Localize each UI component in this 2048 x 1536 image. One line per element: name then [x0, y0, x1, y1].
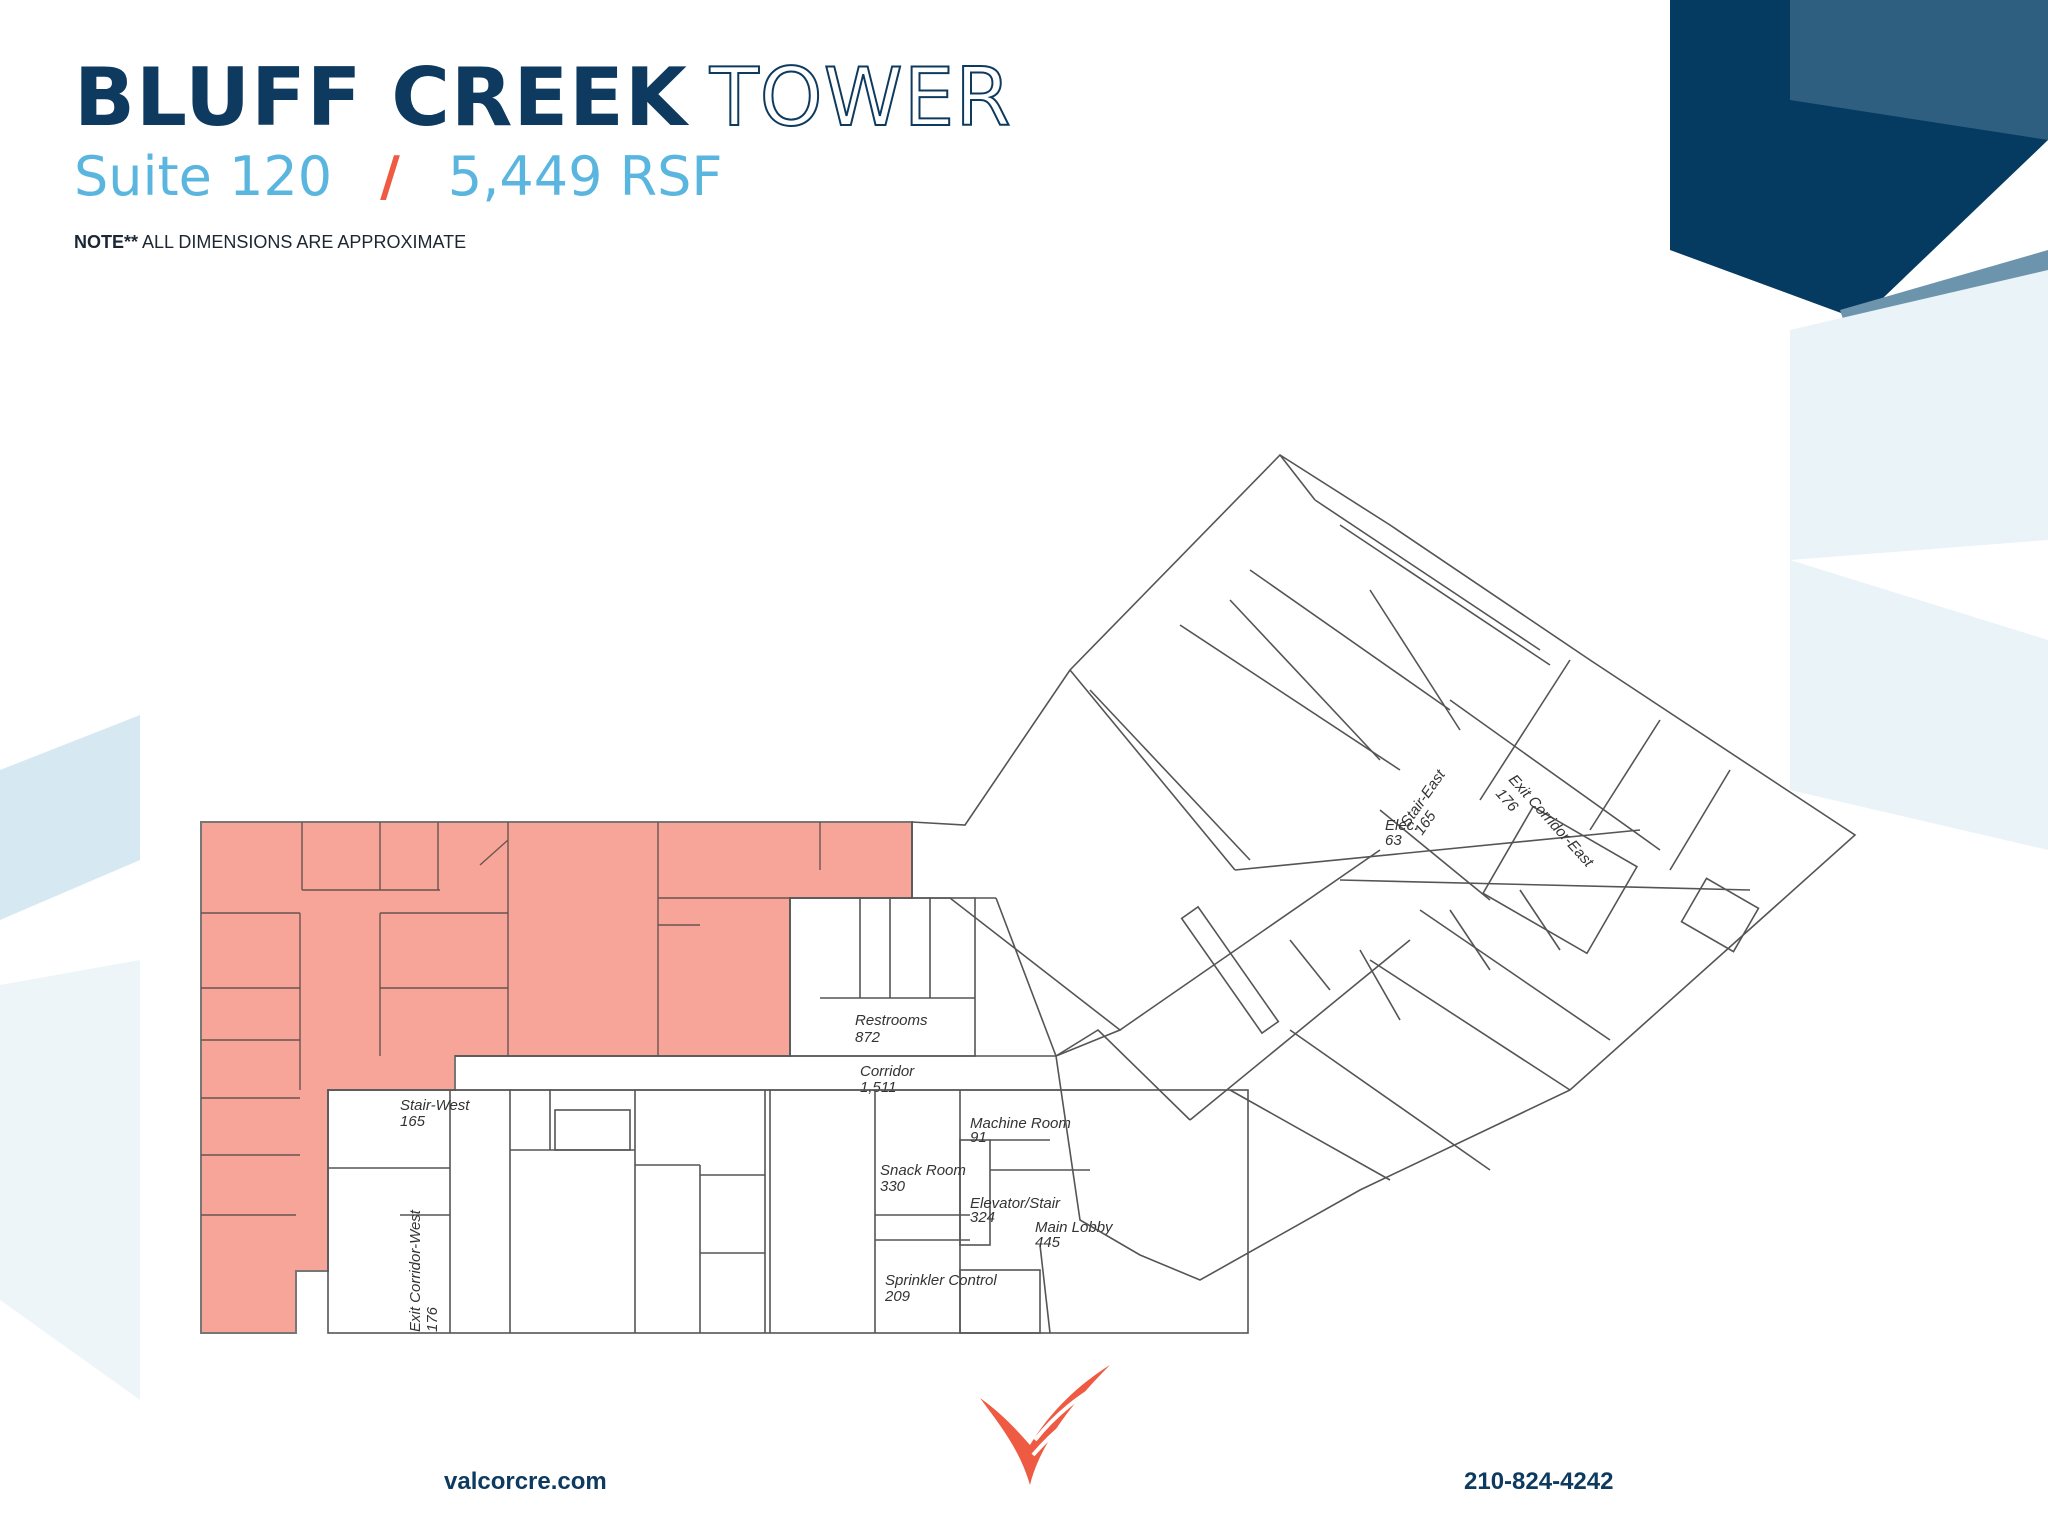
title-bold: BLUFF CREEK — [74, 51, 688, 144]
label-elevator-stair-area: 324 — [970, 1209, 995, 1226]
label-corridor: Corridor — [860, 1063, 915, 1080]
label-main-lobby-area: 445 — [1035, 1234, 1061, 1251]
label-corridor-area: 1,511 — [860, 1079, 896, 1096]
label-exit-corridor-west: Exit Corridor-West — [407, 1209, 424, 1332]
subtitle-slash: / — [380, 145, 400, 208]
label-elec-area: 63 — [1385, 832, 1402, 849]
corridor-outline — [455, 1028, 1191, 1121]
east-wing-outline — [911, 453, 1857, 1281]
label-exit-corridor-west-area: 176 — [424, 1306, 441, 1332]
title-outline: TOWER — [709, 51, 1012, 144]
label-sprinkler-control-area: 209 — [884, 1288, 911, 1305]
label-machine-room-area: 91 — [970, 1129, 987, 1146]
suite-subtitle: Suite 120/5,449 RSF — [74, 150, 723, 204]
restrooms-block — [789, 897, 976, 1057]
label-stair-west: Stair-West — [400, 1097, 470, 1114]
label-elec: Elec. — [1385, 817, 1418, 834]
west-block — [327, 1089, 1249, 1334]
deco-light-left-bottom — [0, 960, 140, 1400]
label-stair-west-area: 165 — [400, 1113, 426, 1130]
label-restrooms-area: 872 — [855, 1029, 881, 1046]
website-link[interactable]: valcorcre.com — [444, 1468, 607, 1495]
dimension-note: NOTE** ALL DIMENSIONS ARE APPROXIMATE — [74, 232, 466, 253]
label-snack-room-area: 330 — [880, 1178, 906, 1195]
note-label: NOTE** — [74, 232, 139, 252]
floor-plan: Restrooms 872 Corridor 1,511 Stair-West … — [200, 453, 1857, 1334]
label-exit-corridor-east: Exit Corridor-East — [1505, 771, 1597, 871]
deco-light-left-top — [0, 715, 140, 920]
note-text: ALL DIMENSIONS ARE APPROXIMATE — [138, 232, 467, 252]
label-main-lobby: Main Lobby — [1035, 1219, 1114, 1236]
label-sprinkler-control: Sprinkler Control — [885, 1272, 997, 1289]
phone-number[interactable]: 210-824-4242 — [1464, 1468, 1614, 1495]
suite-area: 5,449 RSF — [447, 145, 723, 208]
label-elevator-stair: Elevator/Stair — [970, 1195, 1061, 1212]
label-snack-room: Snack Room — [880, 1162, 966, 1179]
deco-mid-block — [1790, 0, 2048, 140]
valcor-logo-icon — [980, 1365, 1110, 1485]
label-machine-room: Machine Room — [970, 1115, 1071, 1132]
deco-light-right-top — [1790, 270, 2048, 560]
suite-walls — [201, 822, 821, 1216]
suite-number: Suite 120 — [74, 145, 333, 208]
deco-light-right-bottom — [1790, 560, 2048, 850]
label-restrooms: Restrooms — [855, 1012, 928, 1029]
